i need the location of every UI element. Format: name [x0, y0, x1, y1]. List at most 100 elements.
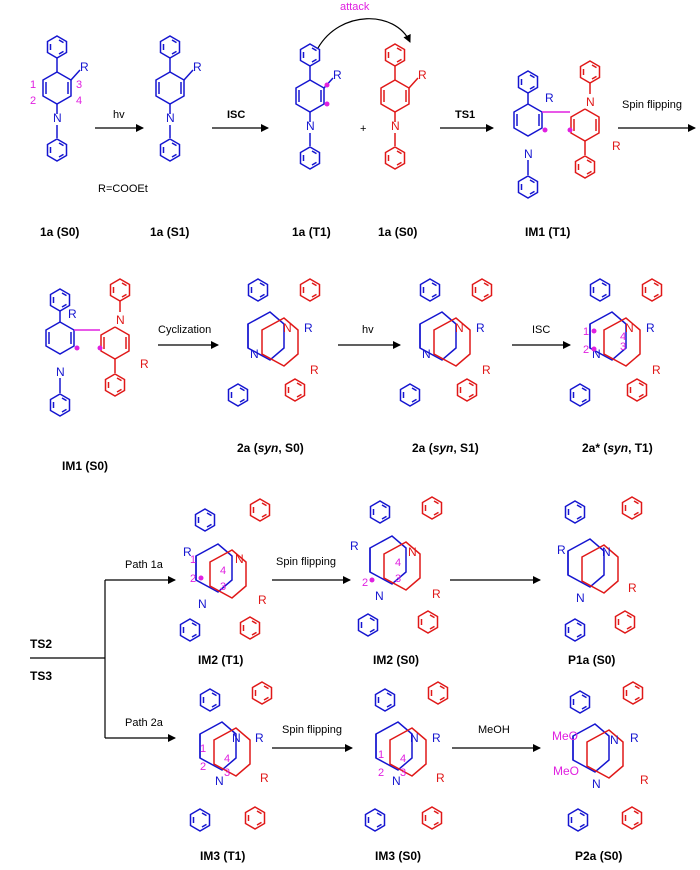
locant-1: 1 [583, 326, 589, 338]
atom-n: N [215, 774, 224, 788]
arrow-label-cyclization: Cyclization [158, 324, 211, 336]
atom-n: N [166, 111, 175, 125]
radical-dot [198, 575, 204, 581]
molecule-1a-t1: N R [295, 43, 342, 170]
atom-n: N [250, 347, 259, 361]
attack-label: attack [340, 1, 370, 13]
radical-dot [324, 101, 330, 107]
label-2a-s1: 2a (syn, S1) [412, 441, 479, 455]
radical-dot [591, 346, 597, 352]
locant-3: 3 [620, 341, 626, 353]
radical-dot [542, 127, 548, 133]
arrow-label-path-2a: Path 2a [125, 717, 164, 729]
molecule-im3-t1: N N R R 1 2 4 3 [189, 681, 273, 832]
molecule-im1-s0: N R N R [45, 278, 149, 417]
arrow-label-isc: ISC [227, 109, 245, 121]
arrow-label-spin-flip-3: Spin flipping [282, 724, 342, 736]
locant-3: 3 [395, 573, 401, 585]
atom-n: N [592, 347, 601, 361]
radical-dot [74, 345, 80, 351]
atom-n: N [422, 347, 431, 361]
arrow-label-path-1a: Path 1a [125, 559, 164, 571]
atom-n: N [375, 589, 384, 603]
substituent-r: R [640, 773, 649, 787]
molecule-im2-t1: N N R R 1 2 3 4 [179, 498, 271, 642]
atom-n: N [232, 731, 241, 745]
label-im3-t1: IM3 (T1) [200, 849, 245, 863]
plus-sign: + [360, 123, 366, 135]
locant-1: 1 [190, 554, 196, 566]
atom-n: N [116, 313, 125, 327]
locant-4: 4 [395, 557, 401, 569]
atom-n: N [235, 552, 244, 566]
radical-dot [369, 577, 375, 583]
locant-1: 1 [30, 79, 36, 91]
label-im3-s0: IM3 (S0) [375, 849, 421, 863]
substituent-r: R [80, 60, 89, 74]
substituent-r: R [628, 581, 637, 595]
radical-dot [567, 127, 573, 133]
label-p2a-s0: P2a (S0) [575, 849, 622, 863]
molecule-1a-s1: N R [155, 35, 202, 162]
locant-4: 4 [400, 753, 406, 765]
locant-4: 4 [220, 565, 226, 577]
substituent-r: R [183, 545, 192, 559]
substituent-r: R [68, 307, 77, 321]
substituent-r: R [652, 363, 661, 377]
atom-n: N [53, 111, 62, 125]
label-1a-s0-red: 1a (S0) [378, 225, 417, 239]
label-im2-t1: IM2 (T1) [198, 653, 243, 667]
molecule-p2a-s0: N N R R MeO MeO [552, 681, 649, 832]
molecule-im1-t1: N R N R [513, 60, 621, 199]
label-im1-s0: IM1 (S0) [62, 459, 108, 473]
substituent-r: R [476, 321, 485, 335]
substituent-r: R [193, 60, 202, 74]
substituent-r: R [557, 543, 566, 557]
atom-n: N [524, 147, 533, 161]
atom-n: N [576, 591, 585, 605]
substituent-r: R [432, 587, 441, 601]
atom-n: N [586, 95, 595, 109]
atom-n: N [625, 321, 634, 335]
atom-n: N [408, 545, 417, 559]
arrow-label-meoh: MeOH [478, 724, 510, 736]
substituent-r: R [333, 68, 342, 82]
radical-dot [97, 345, 103, 351]
substituent-r: R [304, 321, 313, 335]
arrow-label-spin-flip-2: Spin flipping [276, 556, 336, 568]
arrow-label-hv-2: hv [362, 324, 374, 336]
label-2a-s0: 2a (syn, S0) [237, 441, 304, 455]
locant-3: 3 [76, 79, 82, 91]
substituent-r: R [646, 321, 655, 335]
substituent-r: R [310, 363, 319, 377]
arrow-label-hv: hv [113, 109, 125, 121]
atom-n: N [283, 321, 292, 335]
atom-n: N [56, 365, 65, 379]
label-2a-star-t1: 2a* (syn, T1) [582, 441, 653, 455]
radical-dot [324, 82, 330, 88]
locant-4: 4 [620, 331, 626, 343]
atom-n: N [391, 119, 400, 133]
label-1a-s0: 1a (S0) [40, 225, 79, 239]
substituent-r: R [482, 363, 491, 377]
locant-2: 2 [200, 761, 206, 773]
locant-3: 3 [220, 581, 226, 593]
atom-n: N [198, 597, 207, 611]
locant-1: 1 [200, 743, 206, 755]
substituent-r: R [630, 731, 639, 745]
substituent-r: R [140, 357, 149, 371]
locant-2: 2 [583, 344, 589, 356]
methoxy-group: MeO [552, 729, 578, 743]
molecule-2a-star-syn-t1: N N R R 1 2 3 4 [569, 278, 663, 407]
molecule-1a-s0-red: N R [380, 43, 427, 170]
label-p1a-s0: P1a (S0) [568, 653, 615, 667]
molecule-p1a-s0: N N R R [557, 496, 643, 642]
arrow-label-spin-flip-1: Spin flipping [622, 99, 682, 111]
label-1a-s1: 1a (S1) [150, 225, 189, 239]
molecule-im2-s0: N N R R 4 3 2 [350, 496, 443, 637]
methoxy-group: MeO [553, 764, 579, 778]
substituent-r: R [418, 68, 427, 82]
substituent-definition: R=COOEt [98, 183, 148, 195]
atom-n: N [592, 777, 601, 791]
